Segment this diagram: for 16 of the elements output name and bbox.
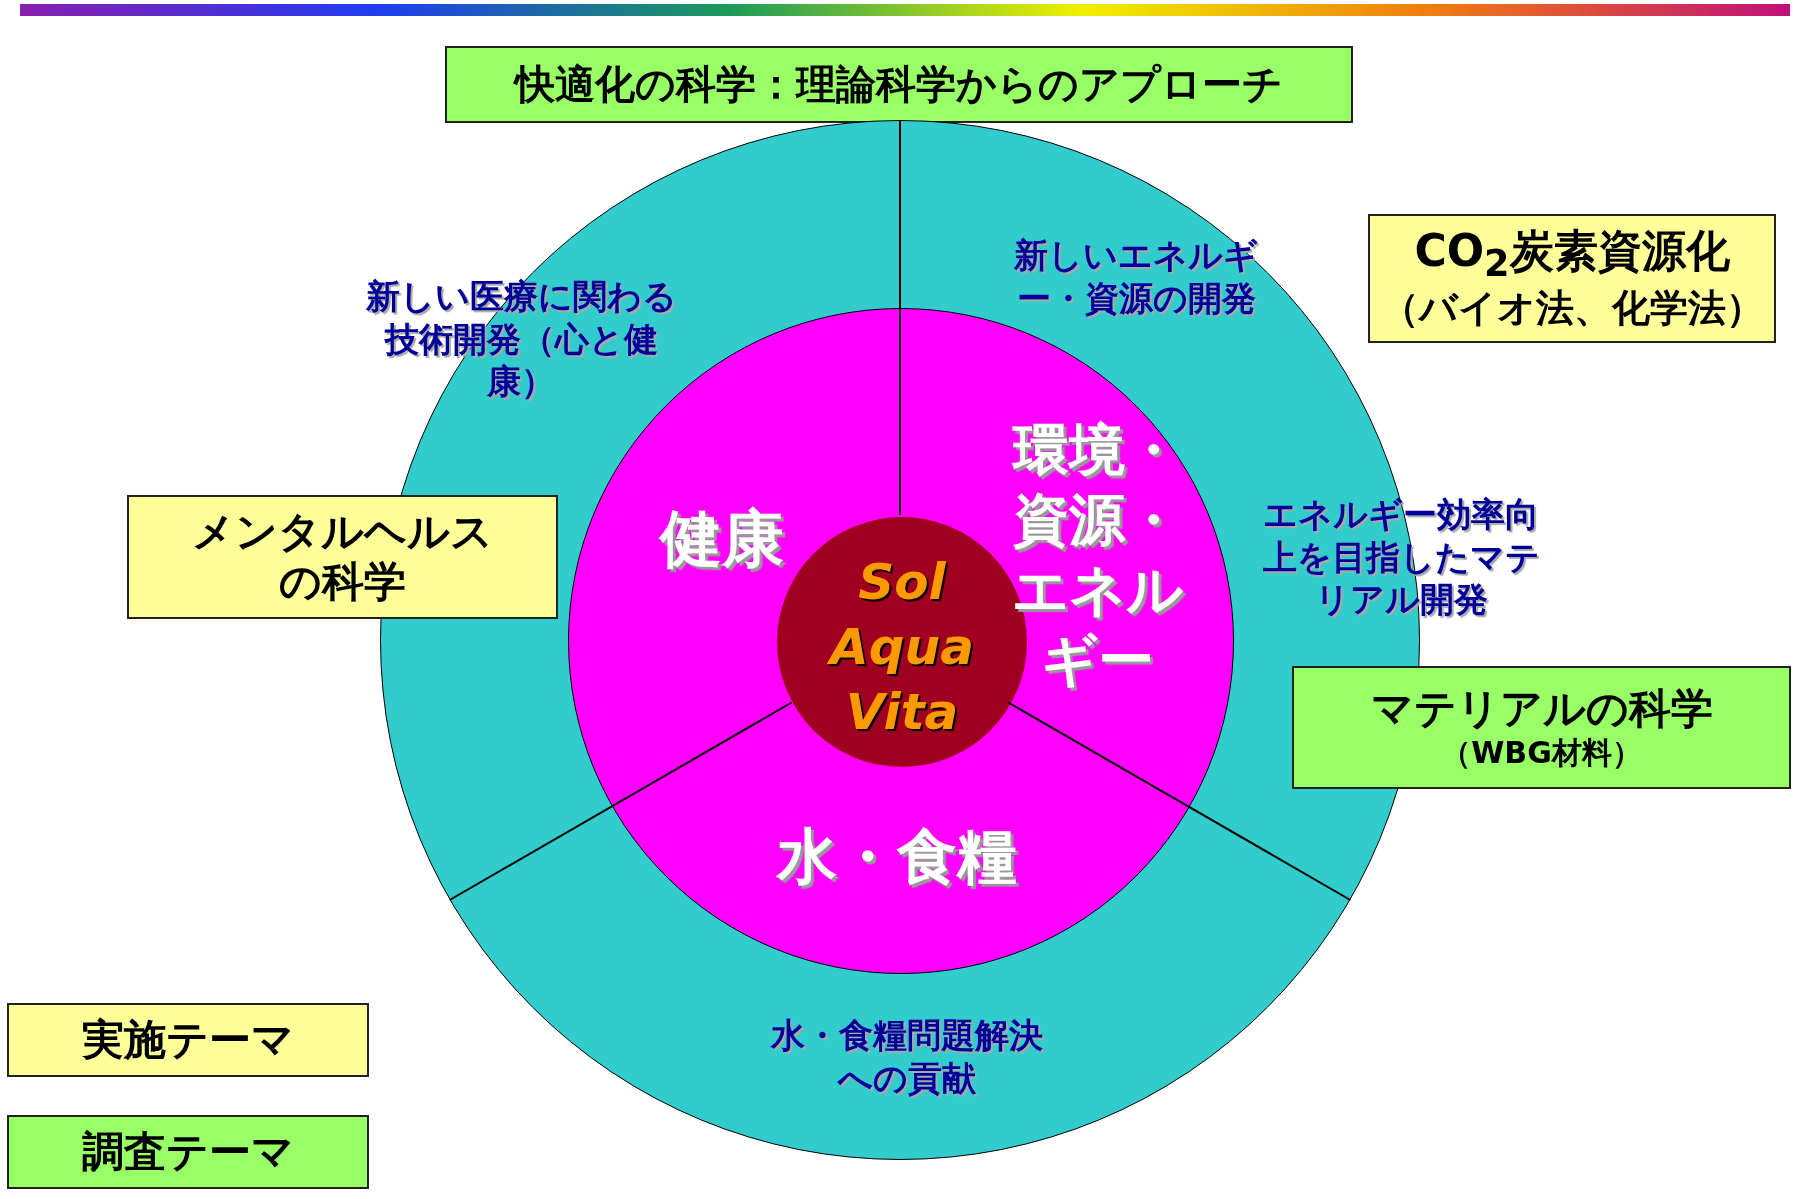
theme-box: [1292, 666, 1791, 789]
sector-label: 水・食糧問題解決への貢献: [769, 1013, 1044, 1099]
legend-swatch: 実施テーマ: [7, 1003, 369, 1077]
legend-swatch: 調査テーマ: [7, 1115, 369, 1189]
sector-label: 健康: [657, 501, 785, 578]
sector-label: 環境・資源・エネルギー: [1010, 416, 1184, 694]
title-box: 快適化の科学：理論科学からのアプローチ: [445, 46, 1353, 123]
theme-label: CO$_{2}$炭素資源化: [1414, 225, 1730, 287]
theme-box: [1368, 214, 1776, 343]
theme-label: マテリアルの科学: [1370, 684, 1713, 735]
theme-box: [127, 495, 558, 619]
sector-label: 水・食糧: [777, 819, 1017, 893]
theme-label: （バイオ法、化学法）: [1380, 286, 1764, 332]
theme-label: （WBG材料）: [1441, 734, 1642, 771]
theme-label: メンタルヘルスの科学: [191, 506, 494, 608]
sector-label: Sol Aqua Vita: [827, 549, 977, 745]
